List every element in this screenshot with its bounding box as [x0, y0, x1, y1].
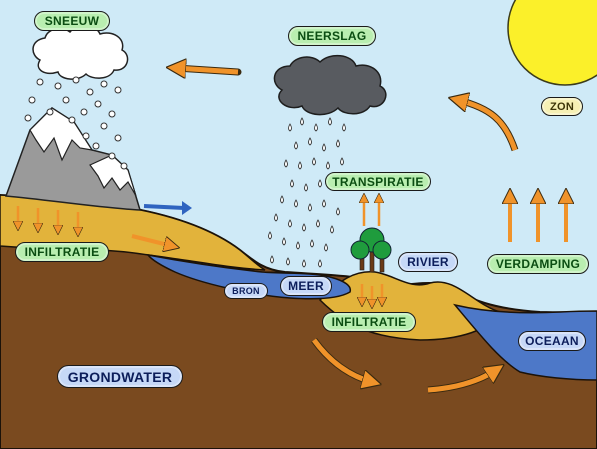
snow-cloud-icon	[32, 24, 129, 80]
sun-icon	[507, 0, 597, 86]
label-transpiratie: TRANSPIRATIE	[325, 172, 431, 191]
label-oceaan: OCEAAN	[518, 331, 586, 351]
snowflakes	[24, 76, 128, 170]
arrow-sun-curve	[458, 100, 519, 152]
label-bron: BRON	[224, 283, 268, 299]
label-grondwater: GRONDWATER	[57, 365, 183, 388]
rain-cloud-icon	[273, 54, 387, 116]
label-meer: MEER	[280, 276, 332, 296]
rain-drops	[268, 117, 346, 268]
evaporation-arrows	[510, 196, 566, 242]
label-zon: ZON	[541, 97, 583, 116]
arrow-snow-to-neerslag	[176, 68, 242, 72]
label-sneeuw: SNEEUW	[34, 11, 110, 31]
label-rivier: RIVIER	[398, 252, 458, 272]
label-neerslag: NEERSLAG	[288, 26, 376, 46]
label-infiltratie-left: INFILTRATIE	[15, 242, 109, 262]
arrow-soil-flow	[131, 234, 172, 246]
label-verdamping: VERDAMPING	[487, 254, 589, 274]
label-infiltratie-center: INFILTRATIE	[322, 312, 416, 332]
infiltration-arrows-left	[18, 206, 78, 232]
tree-icon	[350, 227, 392, 273]
arrow-melt-flow	[143, 201, 192, 215]
transpiration-arrows	[364, 198, 379, 226]
arrow-groundwater-ocean	[427, 370, 496, 394]
snow-cap-left	[29, 107, 94, 162]
infiltration-arrows-center	[362, 284, 382, 304]
snow-cap-right	[89, 154, 137, 197]
arrow-groundwater-down	[311, 337, 372, 382]
